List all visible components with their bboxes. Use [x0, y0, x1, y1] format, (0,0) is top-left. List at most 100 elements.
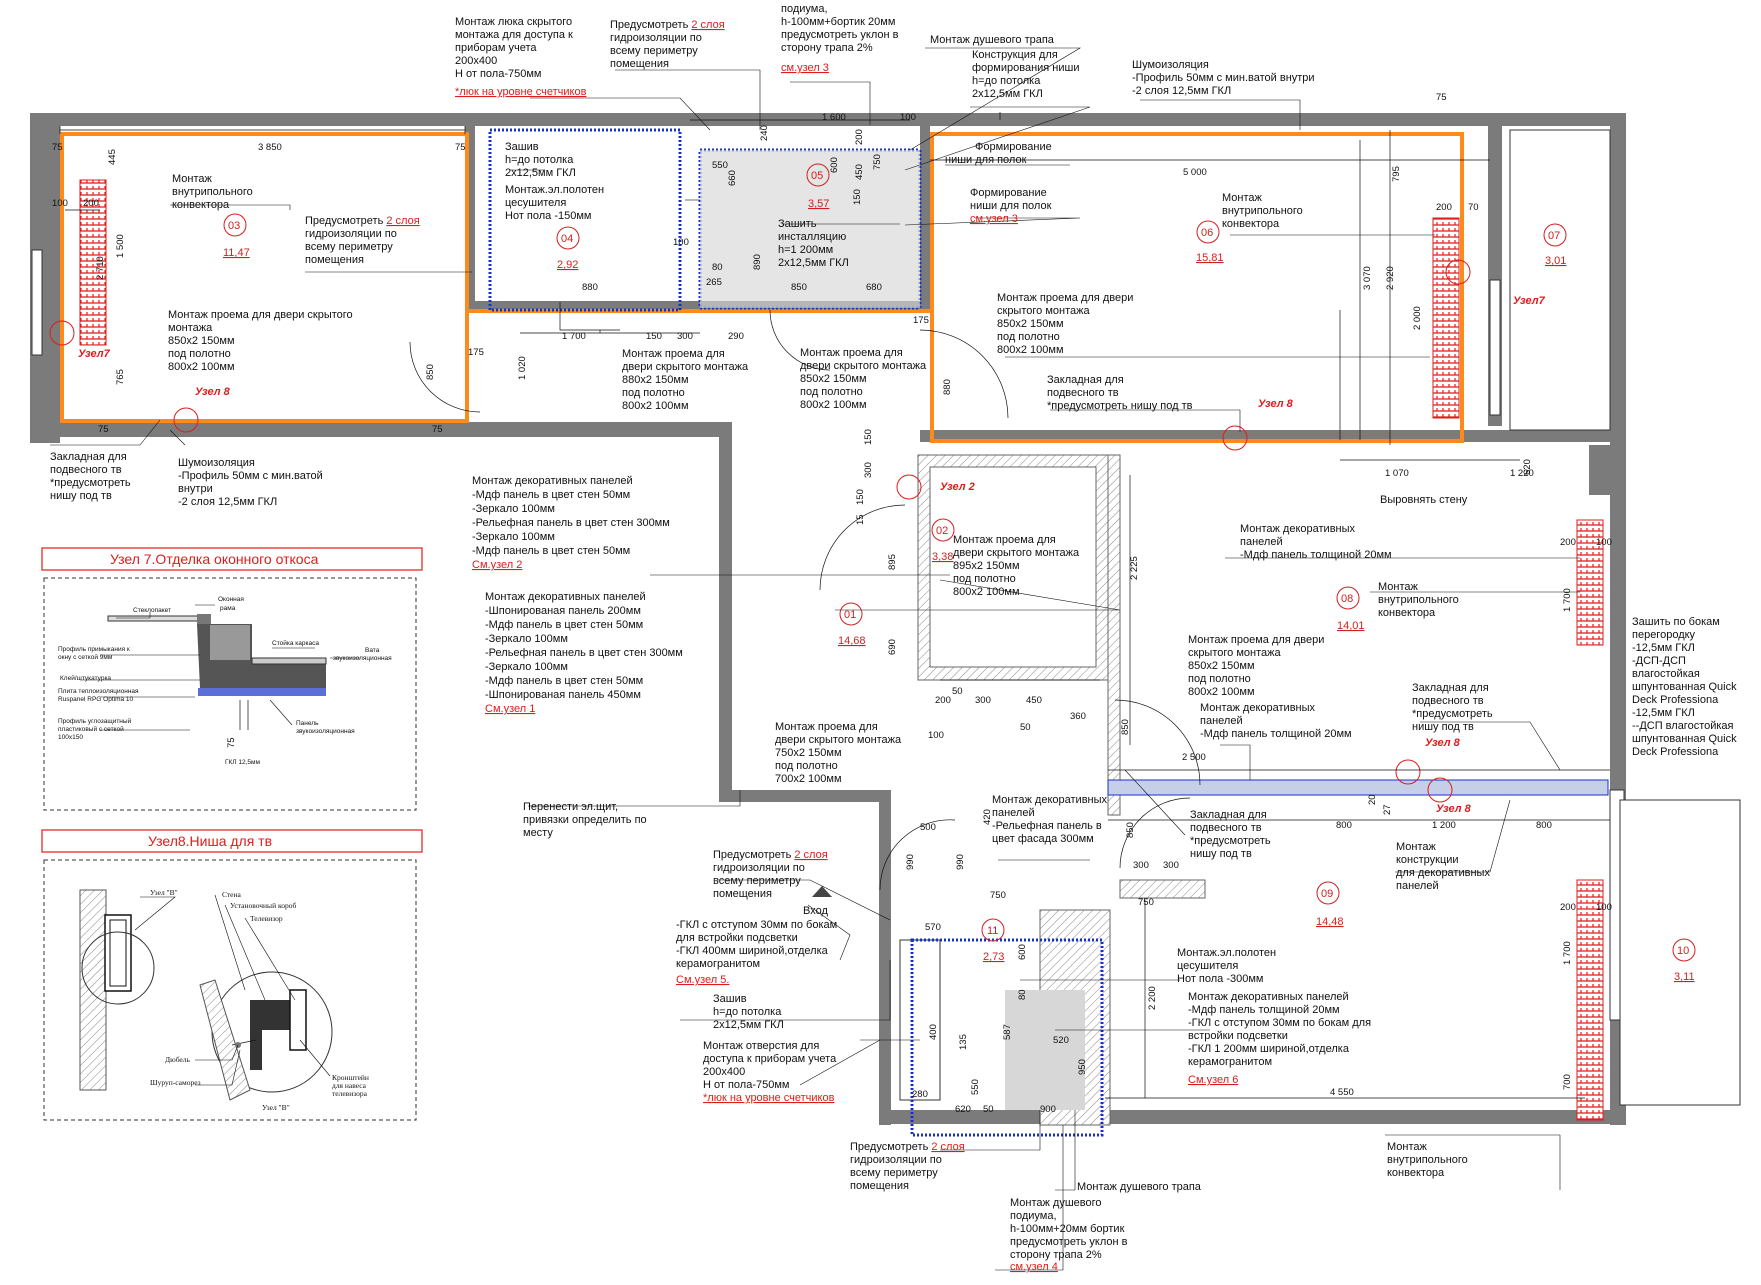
svg-text:2,73: 2,73: [983, 951, 1004, 963]
svg-text:75: 75: [98, 424, 109, 435]
svg-text:990: 990: [955, 854, 966, 870]
svg-text:550: 550: [712, 160, 728, 171]
svg-text:750: 750: [872, 154, 883, 170]
svg-text:600: 600: [1017, 944, 1028, 960]
svg-text:Выровнять стену: Выровнять стену: [1380, 494, 1468, 506]
svg-text:См.узел 1: См.узел 1: [485, 703, 535, 715]
svg-text:75: 75: [1436, 92, 1447, 103]
svg-text:15,81: 15,81: [1196, 252, 1224, 264]
svg-text:990: 990: [905, 854, 916, 870]
svg-text:75: 75: [432, 424, 443, 435]
detail-8-title: Узел8.Ниша для тв: [148, 833, 272, 849]
note-line: Монтаж люка скрытого: [455, 16, 572, 28]
svg-text:795: 795: [1391, 166, 1402, 182]
svg-text:587: 587: [1002, 1024, 1013, 1040]
svg-text:450: 450: [854, 164, 865, 180]
svg-text:1 700: 1 700: [1562, 588, 1573, 612]
svg-text:См.узел 6: См.узел 6: [1188, 1074, 1238, 1086]
svg-text:660: 660: [727, 170, 738, 186]
svg-text:765: 765: [115, 369, 126, 385]
walls: [30, 113, 1626, 1126]
svg-text:14,48: 14,48: [1316, 916, 1344, 928]
svg-text:3 850: 3 850: [258, 142, 282, 153]
svg-text:200: 200: [1436, 202, 1452, 213]
convectors: [79, 179, 1604, 1121]
svg-text:14,68: 14,68: [838, 635, 866, 647]
svg-text:2 500: 2 500: [1182, 752, 1206, 763]
svg-text:290: 290: [728, 331, 744, 342]
svg-text:450: 450: [1026, 695, 1042, 706]
svg-text:690: 690: [887, 639, 898, 655]
svg-text:1 070: 1 070: [1385, 468, 1409, 479]
svg-text:80: 80: [712, 262, 723, 273]
svg-text:300: 300: [975, 695, 991, 706]
svg-text:175: 175: [913, 315, 929, 326]
svg-text:680: 680: [866, 282, 882, 293]
svg-text:950: 950: [1077, 1059, 1088, 1075]
svg-text:3,11: 3,11: [1674, 971, 1695, 983]
windows: [31, 129, 1741, 1106]
svg-text:135: 135: [958, 1034, 969, 1050]
svg-text:750: 750: [1138, 897, 1154, 908]
svg-text:300: 300: [1163, 860, 1179, 871]
svg-text:280: 280: [912, 1089, 928, 1100]
svg-text:Узел7: Узел7: [1513, 295, 1546, 307]
room-labels: 03 11,47 04 2,92 05 3,57 06 15,81 07 3,0…: [223, 163, 1696, 983]
convector-06: [1432, 217, 1460, 419]
svg-text:Предусмотреть 2 слоя: Предусмотреть 2 слоя: [610, 19, 725, 31]
svg-text:Монтаж декоративных панелей-Мд: Монтаж декоративных панелей-Мдф панель т…: [1188, 991, 1371, 1068]
convector-03: [79, 179, 107, 346]
svg-text:100: 100: [52, 198, 68, 209]
svg-text:Узел 8: Узел 8: [1258, 398, 1294, 410]
svg-text:850: 850: [425, 364, 436, 380]
svg-text:50: 50: [983, 1104, 994, 1115]
svg-text:880: 880: [942, 379, 953, 395]
svg-text:750: 750: [990, 890, 1006, 901]
svg-text:2,92: 2,92: [557, 259, 578, 271]
svg-text:2 920: 2 920: [1385, 266, 1396, 290]
svg-text:02: 02: [936, 525, 948, 537]
svg-text:50: 50: [1020, 722, 1031, 733]
detail-7-panel: Узел 7.Отделка оконного откоса Стеклопак…: [41, 547, 423, 811]
svg-text:Предусмотреть 2 слоя: Предусмотреть 2 слоя: [850, 1141, 965, 1153]
svg-text:Шумоизоляция-Профиль 50мм с ми: Шумоизоляция-Профиль 50мм с мин.ватойвну…: [178, 457, 323, 508]
svg-text:570: 570: [925, 922, 941, 933]
svg-text:445: 445: [107, 149, 118, 165]
svg-text:240: 240: [759, 125, 770, 141]
svg-text:Шумоизоляция-Профиль 50мм с ми: Шумоизоляция-Профиль 50мм с мин.ватой вн…: [1132, 59, 1315, 97]
svg-text:3,57: 3,57: [808, 198, 829, 210]
hatch-ref: *люк на уровне счетчиков: [455, 86, 587, 98]
svg-text:150: 150: [646, 331, 662, 342]
svg-text:175: 175: [468, 347, 484, 358]
svg-text:100: 100: [900, 112, 916, 123]
svg-text:Монтаж проема для двери скрыто: Монтаж проема для двери скрытогомонтажа8…: [168, 309, 353, 373]
svg-text:11: 11: [987, 925, 998, 937]
svg-text:Узел 2: Узел 2: [940, 481, 975, 493]
svg-text:300: 300: [1133, 860, 1149, 871]
svg-text:см.узел 3: см.узел 3: [970, 213, 1018, 225]
svg-text:Монтаж декоративных панелей-Шп: Монтаж декоративных панелей-Шпонированая…: [485, 591, 683, 701]
svg-text:200: 200: [83, 198, 99, 209]
svg-text:09: 09: [1321, 888, 1333, 900]
convector-08: [1576, 519, 1604, 646]
